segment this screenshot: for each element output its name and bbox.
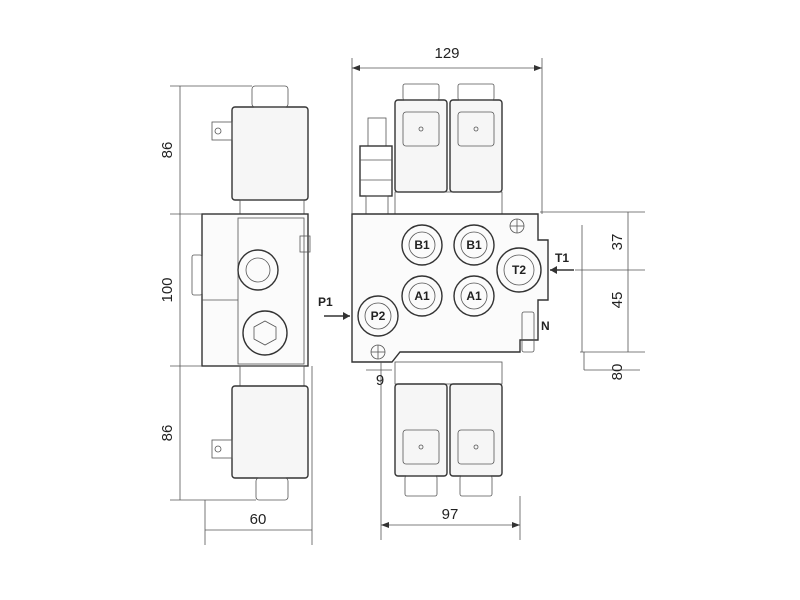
dim-45: 45 [609,292,626,309]
front-bottom-solenoid-2-pin [473,444,479,450]
port-b1-right [453,224,495,266]
front-top-solenoid-2-pin [473,126,479,132]
dim-9: 9 [376,372,384,389]
front-body [351,213,549,363]
n-port-boss [521,311,535,353]
dim-60: 60 [250,511,267,528]
label-n: N [541,319,550,333]
side-top-terminal [211,121,233,141]
port-a1-right-label: A1 [466,289,482,303]
label-t1: T1 [555,251,569,265]
dim-80: 80 [609,364,626,381]
arrow-129-right [534,65,542,71]
label-p1: P1 [318,295,333,309]
port-a1-right-inner [460,282,488,310]
front-top-solenoid-1-plug [402,111,440,147]
front-bottom-solenoid-2-cap [459,475,493,497]
port-b1-left-inner [408,231,436,259]
side-view: 86 100 86 60 [159,85,313,545]
side-bottom-coil-cap [255,477,289,501]
front-bottom-solenoid-1-pin [418,444,424,450]
front-top-neck [394,191,503,215]
port-p2 [357,295,399,337]
port-b1-left-label: B1 [414,238,430,252]
arrow-129-left [352,65,360,71]
side-top-coil [231,106,309,201]
front-top-solenoid-1-pin [418,126,424,132]
side-bottom-terminal [211,439,233,459]
front-view: B1 B1 A1 A1 P2 T2 P1 T1 N [318,45,645,540]
side-bottom-coil [231,385,309,479]
dim-37: 37 [609,234,626,251]
port-t2-inner [503,254,535,286]
port-p2-inner [364,302,392,330]
front-top-solenoid-1-cap [402,83,440,101]
front-bottom-solenoid-1-cap [404,475,438,497]
port-a1-left [401,275,443,317]
arrow-t1-head [550,266,557,274]
relief-valve-stem [367,117,387,147]
port-t2 [496,247,542,293]
front-top-solenoid-2-plug [457,111,495,147]
arrow-p1-head [343,312,350,320]
port-a1-left-inner [408,282,436,310]
dim-100: 100 [159,277,176,302]
arrow-97-left [381,522,389,528]
port-t2-label: T2 [512,263,526,277]
dim-97: 97 [442,506,459,523]
front-bottom-neck [394,361,503,385]
port-b1-left [401,224,443,266]
front-bottom-solenoid-2-plug [457,429,495,465]
side-top-terminal-screw [214,127,222,135]
side-right-lug [299,235,311,253]
port-a1-right [453,275,495,317]
side-bottom-terminal-screw [214,445,222,453]
port-a1-left-label: A1 [414,289,430,303]
relief-valve-nut [359,145,393,197]
side-top-coil-cap [251,85,289,108]
side-port-upper [237,249,279,291]
relief-valve-base [365,195,389,215]
port-b1-right-inner [460,231,488,259]
front-bottom-solenoid-1-plug [402,429,440,465]
side-body-inner [237,217,305,365]
side-port-lower [242,310,288,356]
front-top-solenoid-2-cap [457,83,495,101]
side-top-coil-neck [239,199,305,215]
dim-86-bottom: 86 [159,425,176,442]
dim-86-top: 86 [159,142,176,159]
dim-129: 129 [434,45,459,62]
side-left-plug [191,254,203,296]
arrow-97-right [512,522,520,528]
side-hex-plug [253,320,277,346]
port-p2-label: P2 [371,309,386,323]
port-b1-right-label: B1 [466,238,482,252]
side-bottom-coil-neck [239,365,305,387]
side-port-upper-inner [245,257,271,283]
